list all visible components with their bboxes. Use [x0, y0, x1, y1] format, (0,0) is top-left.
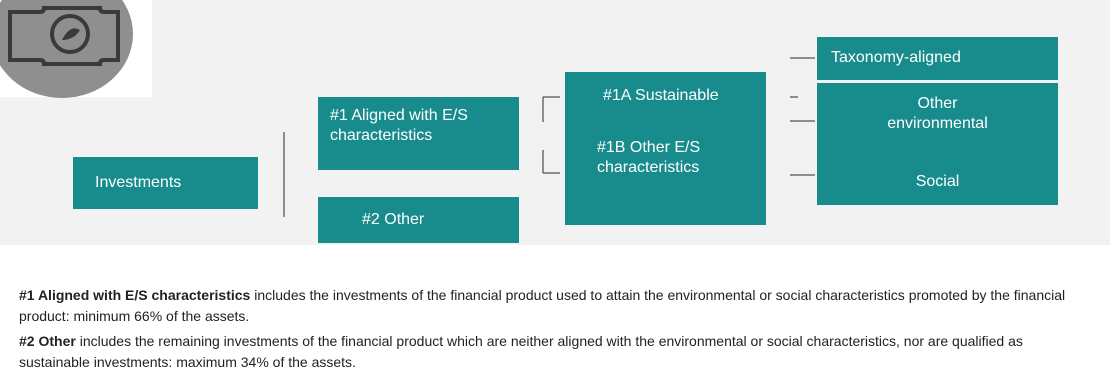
taxonomy-label: Taxonomy-aligned [831, 49, 961, 66]
other-label: #2 Other [362, 211, 425, 228]
other-env-label: Other environmental [887, 95, 988, 132]
banknote-icon [8, 6, 120, 66]
sustainable-group-box: #1A Sustainable #1B Other E/S characteri… [565, 72, 766, 225]
note-other-term: #2 Other [19, 333, 76, 349]
sustainable-label: #1A Sustainable [603, 87, 719, 104]
connector-lines [283, 57, 815, 217]
note-aligned-term: #1 Aligned with E/S characteristics [19, 287, 251, 303]
note-other-text: includes the remaining investments of th… [19, 333, 1023, 370]
icon-area [0, 0, 152, 98]
allocation-diagram: Investments #1 Aligned with E/S characte… [73, 37, 1058, 243]
other-es-label: #1B Other E/S characteristics [597, 139, 701, 176]
note-aligned-text: includes the investments of the financia… [19, 287, 1066, 324]
investments-label: Investments [95, 174, 182, 191]
aligned-label: #1 Aligned with E/S characteristics [330, 107, 468, 144]
aligned-box: #1 Aligned with E/S characteristics [318, 97, 519, 170]
env-social-box: Other environmental Social [817, 83, 1058, 205]
note-other: #2 Other includes the remaining investme… [19, 331, 1089, 373]
note-aligned: #1 Aligned with E/S characteristics incl… [19, 285, 1089, 327]
other-box: #2 Other [318, 197, 519, 243]
investments-box: Investments [73, 157, 258, 209]
taxonomy-box: Taxonomy-aligned [817, 37, 1058, 80]
notes-section: #1 Aligned with E/S characteristics incl… [0, 245, 1110, 385]
social-label: Social [915, 173, 960, 190]
